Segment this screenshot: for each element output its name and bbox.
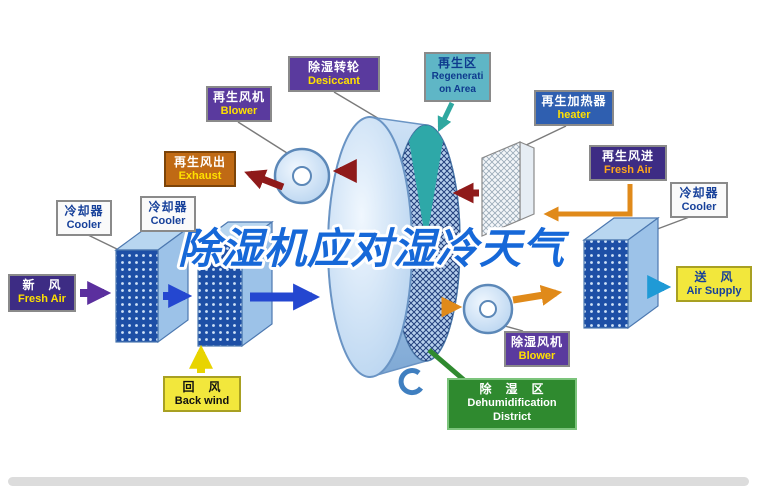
label-regen-fresh-air: 再生风进 Fresh Air <box>589 145 667 181</box>
label-cooler-left-inner-en: Cooler <box>150 215 186 227</box>
label-cooler-left-outer-en: Cooler <box>66 219 102 231</box>
regen-area-pointer <box>437 101 455 133</box>
regen-blower-fan <box>273 147 331 205</box>
label-regen-fresh-air-zh: 再生风进 <box>601 149 654 163</box>
label-regen-exhaust-en: Exhaust <box>178 170 222 182</box>
label-regen-exhaust-zh: 再生风出 <box>173 155 226 169</box>
cooler-unit-left-inner <box>196 220 274 348</box>
label-desiccant: 除湿转轮 Desiccant <box>288 56 380 92</box>
regen-in-arrow <box>543 184 633 222</box>
label-desiccant-zh: 除湿转轮 <box>307 60 360 74</box>
dehum-blower-fan <box>462 283 514 335</box>
label-back-wind-en: Back wind <box>174 395 230 407</box>
label-cooler-right-en: Cooler <box>681 201 717 213</box>
label-regen-blower: 再生风机 Blower <box>206 86 272 122</box>
rotation-arrow <box>398 368 424 396</box>
label-regen-heater-zh: 再生加热器 <box>541 94 607 108</box>
label-dehum-blower: 除湿风机 Blower <box>504 331 570 367</box>
label-regen-blower-en: Blower <box>220 105 258 117</box>
regen-heater-exchanger <box>481 141 535 237</box>
label-regeneration-area-zh: 再生区 <box>437 56 477 70</box>
dry-air-arrow-2 <box>512 284 563 306</box>
label-fresh-air-inlet: 新 风 Fresh Air <box>8 274 76 312</box>
label-desiccant-en: Desiccant <box>308 75 360 87</box>
label-cooler-right-zh: 冷却器 <box>679 186 719 200</box>
label-fresh-air-inlet-en: Fresh Air <box>18 293 66 305</box>
watermark-text: 除湿机应对湿冷天气 <box>178 225 570 272</box>
label-regeneration-area-en1: Regenerati <box>431 71 484 82</box>
label-air-supply-en: Air Supply <box>686 285 742 297</box>
label-fresh-air-inlet-zh: 新 风 <box>22 278 62 292</box>
label-dehum-blower-en: Blower <box>518 350 556 362</box>
label-regen-heater: 再生加热器 heater <box>534 90 614 126</box>
label-dehum-district-en2: District <box>493 410 531 423</box>
label-cooler-right: 冷却器 Cooler <box>670 182 728 218</box>
label-dehum-district-en1: Dehumidification <box>467 397 557 409</box>
regeneration-sector <box>409 125 443 243</box>
label-regeneration-area: 再生区 Regenerati on Area <box>424 52 491 102</box>
label-air-supply-zh: 送 风 <box>694 270 734 284</box>
label-back-wind-zh: 回 风 <box>182 380 222 394</box>
label-back-wind: 回 风 Back wind <box>163 376 241 412</box>
regen-out-arrow-2 <box>244 169 285 191</box>
label-dehum-district-zh: 除 湿 区 <box>479 382 545 396</box>
label-cooler-left-inner: 冷却器 Cooler <box>140 196 196 232</box>
label-cooler-left-outer: 冷却器 Cooler <box>56 200 112 236</box>
label-regen-heater-en: heater <box>557 109 591 121</box>
label-dehum-blower-zh: 除湿风机 <box>510 335 563 349</box>
label-regen-fresh-air-en: Fresh Air <box>604 164 652 176</box>
label-cooler-left-inner-zh: 冷却器 <box>148 200 188 214</box>
label-cooler-left-outer-zh: 冷却器 <box>64 204 104 218</box>
flow-arrows <box>80 101 672 382</box>
cooler-unit-right <box>582 216 660 330</box>
label-air-supply: 送 风 Air Supply <box>676 266 752 302</box>
label-regen-exhaust: 再生风出 Exhaust <box>164 151 236 187</box>
horizontal-scrollbar[interactable] <box>8 477 749 486</box>
label-dehum-district: 除 湿 区 Dehumidification District <box>447 378 577 430</box>
dehum-district-pointer <box>427 348 466 382</box>
label-regeneration-area-en2: on Area <box>439 83 476 95</box>
label-regen-blower-zh: 再生风机 <box>212 90 265 104</box>
